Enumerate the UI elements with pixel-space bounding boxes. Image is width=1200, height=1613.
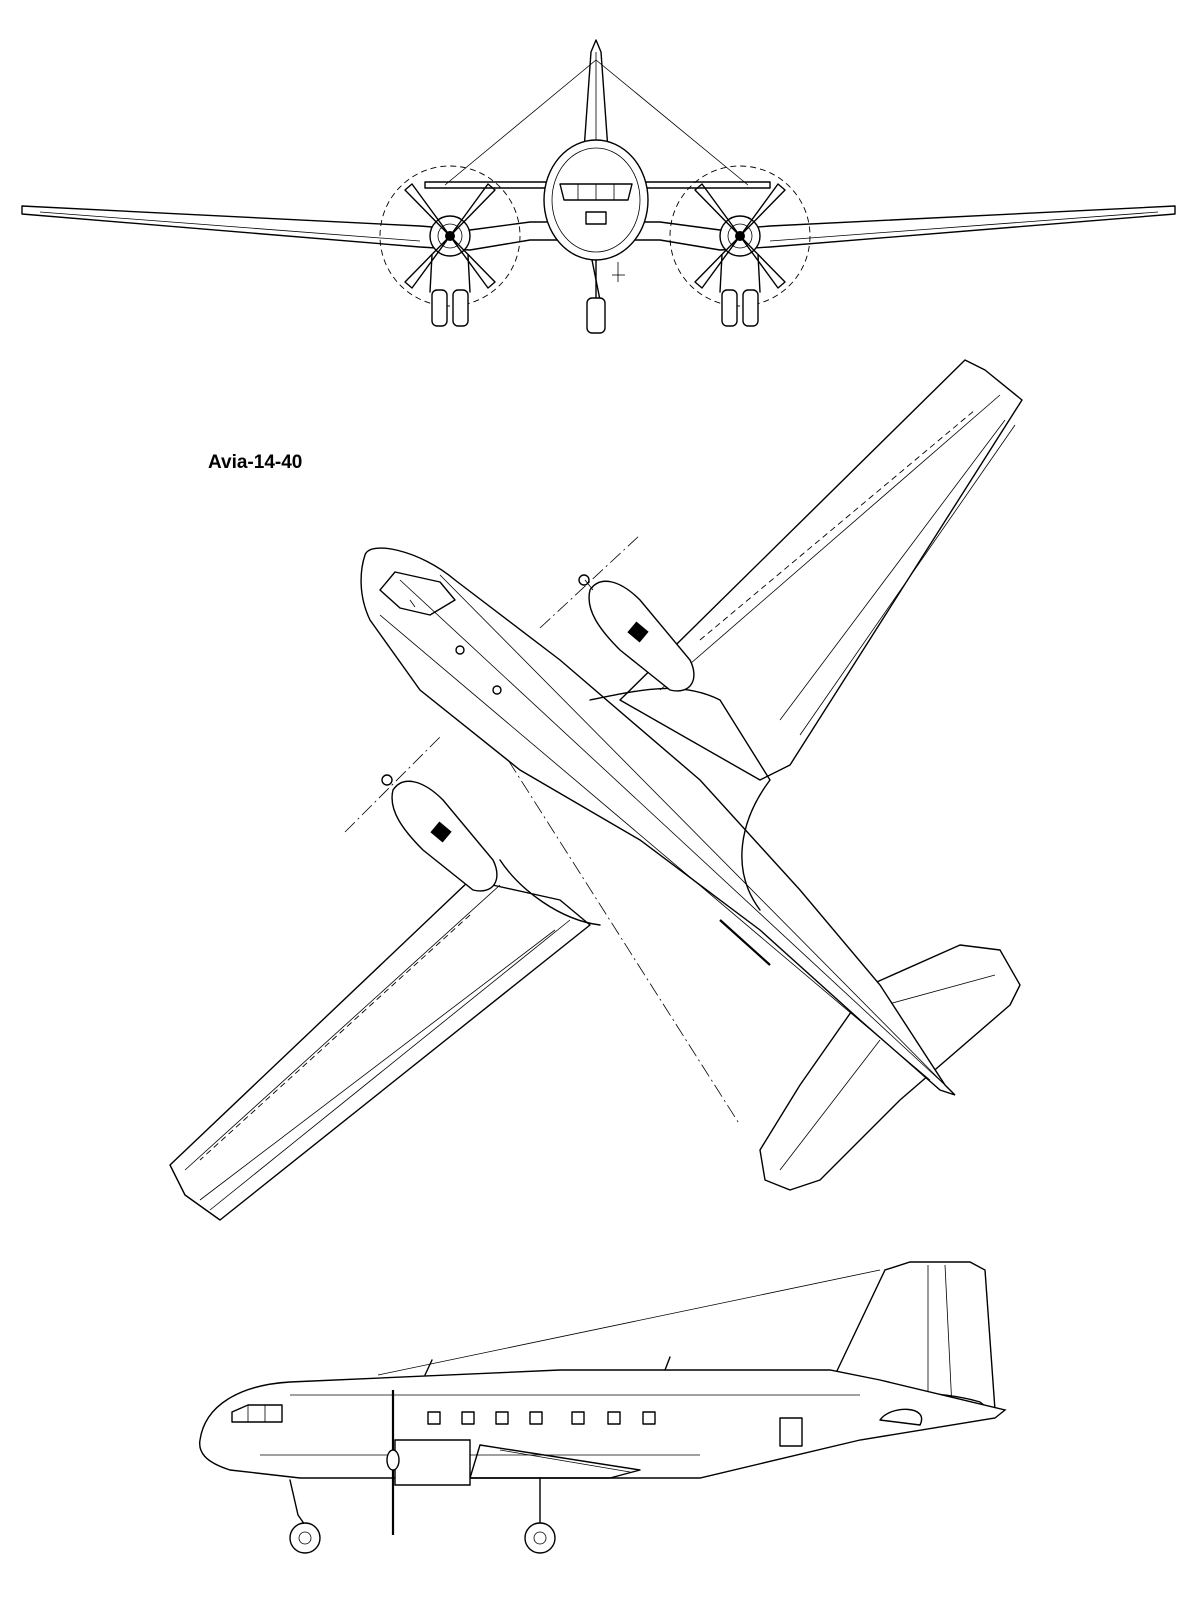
- side-view: [198, 1261, 1007, 1554]
- aircraft-title: Avia-14-40: [208, 452, 303, 473]
- top-view: [169, 359, 1023, 1221]
- front-view: [21, 39, 1176, 334]
